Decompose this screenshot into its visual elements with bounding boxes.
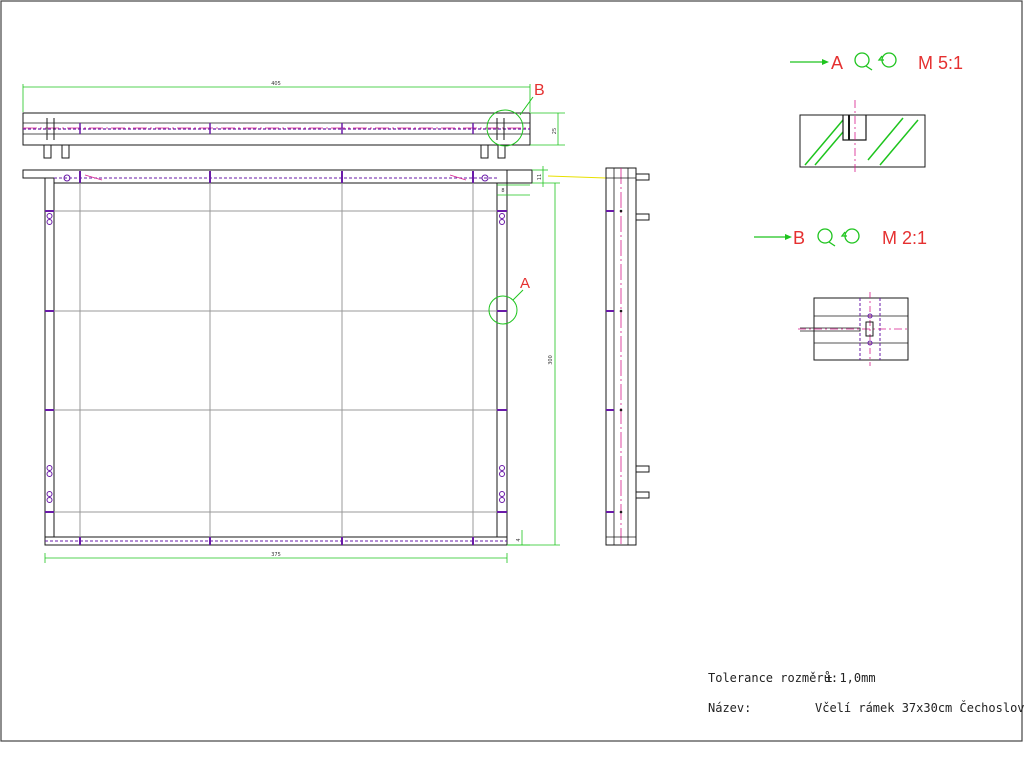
detail-b-scale: M 2:1 (882, 228, 927, 248)
top-view: 405 B 25 (22, 81, 565, 159)
tolerance-value: ± 1,0mm (825, 671, 876, 685)
detail-a-marker: A (520, 275, 530, 292)
rotation-icon (854, 52, 897, 71)
wire-grid (54, 183, 497, 537)
front-width-dimension: 375 (271, 552, 281, 558)
name-value: Včelí rámek 37x30cm Čechoslovák (815, 700, 1024, 715)
top-width-dimension: 405 (271, 81, 281, 87)
detail-b-marker: B (534, 82, 545, 99)
front-view: A 375 300 11 8 4 (22, 166, 607, 563)
title-block: Tolerance rozměrů: ± 1,0mm Název: Včelí … (708, 671, 1024, 715)
sheet-border (0, 0, 1023, 742)
detail-a-scale: M 5:1 (918, 53, 963, 73)
small-dim-2: 8 (501, 188, 504, 194)
top-height-dimension: 25 (552, 128, 558, 134)
detail-b-label: B (793, 228, 805, 248)
rotation-icon (817, 228, 860, 247)
tolerance-label: Tolerance rozměrů: (708, 671, 838, 685)
detail-b-view: B M 2:1 (754, 228, 927, 366)
side-view (605, 167, 650, 546)
name-label: Název: (708, 701, 751, 715)
detail-a-label: A (831, 53, 843, 73)
small-dim-3: 4 (516, 538, 522, 541)
detail-a-view: A M 5:1 (790, 52, 963, 175)
front-height-dimension: 300 (548, 355, 554, 365)
small-dim-1: 11 (537, 174, 543, 180)
